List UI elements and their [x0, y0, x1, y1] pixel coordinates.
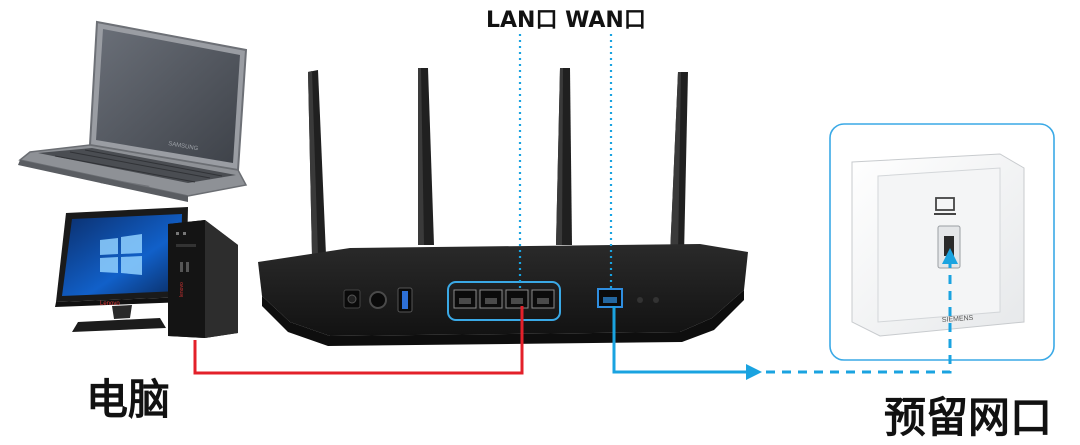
- network-setup-diagram: SAMSUNG Lenovo lenovo: [18, 20, 1055, 380]
- port-labels: LAN口 WAN口: [486, 8, 646, 33]
- monitor-brand: Lenovo: [100, 301, 120, 307]
- wall-plate-brand: SIEMENS: [942, 315, 974, 324]
- svg-text:lenovo: lenovo: [179, 282, 185, 297]
- lan-cable: [193, 306, 524, 375]
- wan-arrowhead-left: [746, 364, 762, 380]
- desktop-tower-icon: lenovo: [168, 220, 238, 338]
- computer-label: 电脑: [86, 375, 171, 424]
- wall-outlet-label: 预留网口: [884, 393, 1053, 442]
- router-icon: [258, 68, 748, 346]
- wan-cable: [612, 306, 758, 374]
- wall-outlet-frame: [829, 123, 1055, 361]
- wan-arrowhead-up: [942, 248, 958, 264]
- laptop-icon: SAMSUNG: [18, 20, 248, 202]
- wan-cable-dashed: [766, 260, 952, 374]
- laptop-brand: SAMSUNG: [168, 141, 199, 152]
- wall-outlet-icon: SIEMENS: [851, 153, 1025, 337]
- lan-port-highlight: [447, 281, 561, 321]
- monitor-icon: Lenovo: [55, 207, 188, 332]
